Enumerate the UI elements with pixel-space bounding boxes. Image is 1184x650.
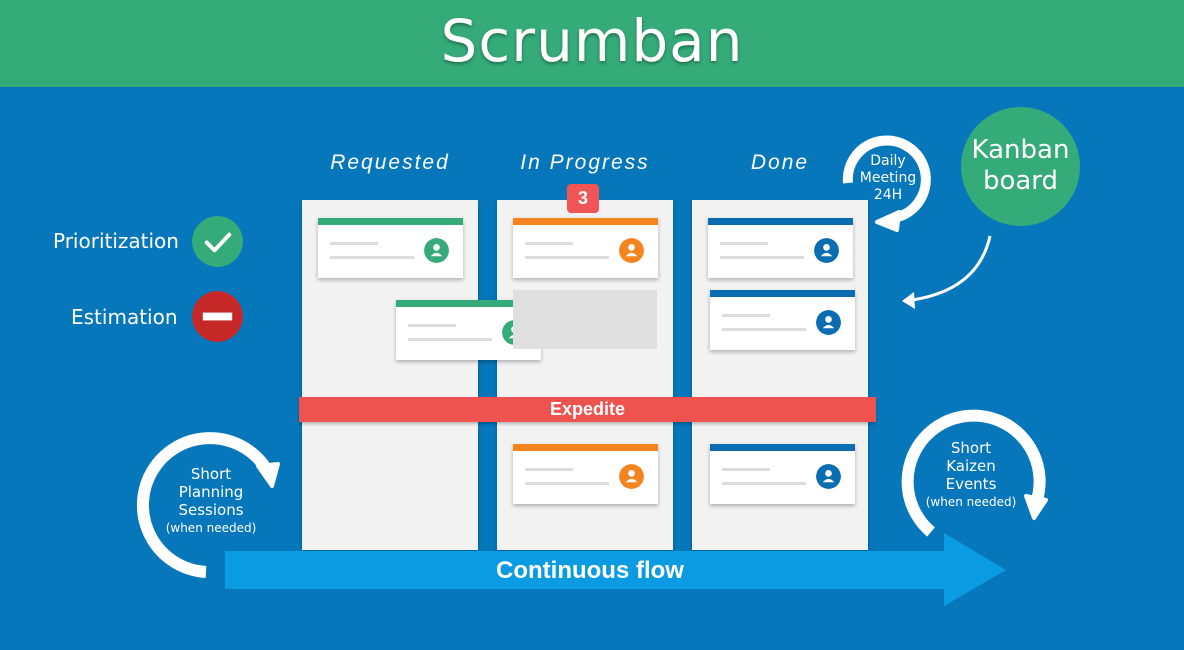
no-entry-icon — [192, 291, 243, 342]
expedite-lane: Expedite — [299, 397, 876, 422]
task-card[interactable] — [710, 444, 855, 504]
kaizen-cycle-icon — [901, 409, 1046, 537]
user-avatar-icon — [619, 464, 644, 489]
planning-cycle-icon — [136, 432, 273, 578]
kaizen-events-label: Short Kaizen Events (when needed) — [925, 439, 1017, 509]
user-avatar-icon — [816, 464, 841, 489]
column-header-requested: Requested — [330, 151, 450, 174]
continuous-flow-arrow — [225, 533, 1006, 606]
task-card[interactable] — [318, 218, 463, 278]
task-card[interactable] — [708, 218, 853, 278]
daily-meeting-label: Daily Meeting 24H — [859, 153, 917, 203]
estimation-label: Estimation — [71, 305, 178, 329]
user-avatar-icon — [816, 310, 841, 335]
user-avatar-icon — [424, 238, 449, 263]
user-avatar-icon — [814, 238, 839, 263]
user-avatar-icon — [619, 238, 644, 263]
daily-meeting-cycle-icon — [842, 135, 931, 223]
column-header-done: Done — [750, 151, 810, 174]
continuous-flow-label: Continuous flow — [496, 557, 684, 584]
column-header-in-progress: In Progress — [520, 151, 650, 174]
task-card[interactable] — [513, 218, 658, 278]
task-card[interactable] — [513, 444, 658, 504]
kanban-pointer-arrow — [911, 235, 992, 302]
kanban-board-badge: Kanban board — [961, 107, 1080, 226]
task-card[interactable] — [710, 290, 855, 350]
check-icon — [192, 216, 243, 267]
page-title: Scrumban — [440, 7, 744, 75]
wip-limit-badge: 3 — [567, 184, 599, 213]
planning-sessions-label: Short Planning Sessions (when needed) — [165, 465, 257, 535]
header-bar — [0, 0, 1184, 87]
empty-card-slot — [513, 290, 657, 349]
prioritization-label: Prioritization — [53, 229, 179, 253]
